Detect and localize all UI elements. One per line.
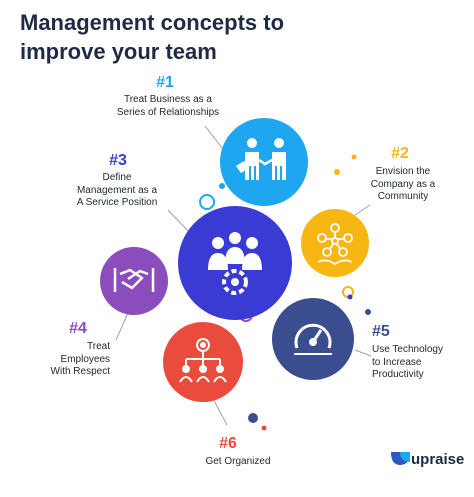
concept-2-line-3: Community	[377, 191, 429, 202]
concept-6-label: Get Organized	[178, 456, 298, 469]
concept-1-label: Treat Business as a Series of Relationsh…	[98, 94, 238, 119]
concept-4-line-2: Employees	[60, 353, 110, 365]
concept-3-line-3: A Service Position	[76, 197, 158, 208]
concept-4-line-3: With Respect	[50, 366, 110, 377]
concept-2-line-1: Envision the	[375, 166, 431, 177]
dot	[219, 183, 225, 189]
title-line-1: Management concepts to	[20, 10, 285, 35]
concept-6-line-1: Get Organized	[205, 456, 271, 467]
title-line-2: improve your team	[20, 39, 217, 64]
concept-4-label: Treat Employees With Respect	[20, 341, 110, 379]
concept-5-circle	[272, 298, 354, 380]
page-title: Management concepts to improve your team	[20, 8, 320, 66]
team-gear-icon	[208, 232, 262, 295]
org-chart-icon	[179, 338, 227, 383]
concept-4-number: #4	[69, 320, 87, 337]
speedometer-icon	[294, 323, 332, 355]
dot	[261, 425, 267, 431]
upraise-logo-text: upraise	[411, 451, 465, 468]
concept-3-number: #3	[109, 152, 127, 169]
network-hand-icon	[317, 223, 353, 266]
concept-4-circle	[100, 247, 168, 315]
concept-3-label: Define Management as a A Service Positio…	[58, 172, 176, 210]
concept-3-line-1: Define	[102, 172, 132, 183]
concept-2-number: #2	[391, 145, 409, 162]
connector-2	[354, 204, 371, 216]
concept-4-line-1: Treat	[87, 341, 110, 352]
concept-2-label: Envision the Company as a Community	[360, 166, 446, 204]
handshake-icon	[113, 268, 155, 292]
concept-6-circle	[163, 322, 243, 402]
concept-5-line-3: Productivity	[372, 369, 424, 380]
concept-1-line-1: Treat Business as a	[123, 94, 212, 105]
concept-5-line-1: Use Technology	[372, 344, 443, 355]
connector-4	[115, 312, 129, 341]
concept-1-line-2: Series of Relationships	[116, 106, 220, 118]
dot	[351, 154, 357, 160]
handshake-people-icon	[236, 138, 286, 180]
concept-5-number: #5	[372, 323, 390, 340]
connector-5	[354, 349, 372, 357]
dot	[365, 309, 371, 315]
concept-3-circle	[178, 206, 292, 320]
concept-1-number: #1	[156, 74, 174, 91]
dot	[248, 413, 258, 423]
upraise-logo-icon	[391, 452, 410, 465]
concept-2-circle	[301, 209, 369, 277]
dot	[347, 294, 353, 300]
dot	[334, 169, 340, 175]
concept-3-line-2: Management as a	[76, 184, 158, 196]
concept-6-number: #6	[219, 435, 237, 452]
concept-1-circle	[220, 118, 308, 206]
concept-5-label: Use Technology to Increase Productivity	[372, 344, 462, 382]
concept-5-line-2: to Increase	[372, 356, 422, 368]
ring-dot	[199, 194, 215, 210]
concept-2-line-2: Company as a	[370, 178, 436, 190]
